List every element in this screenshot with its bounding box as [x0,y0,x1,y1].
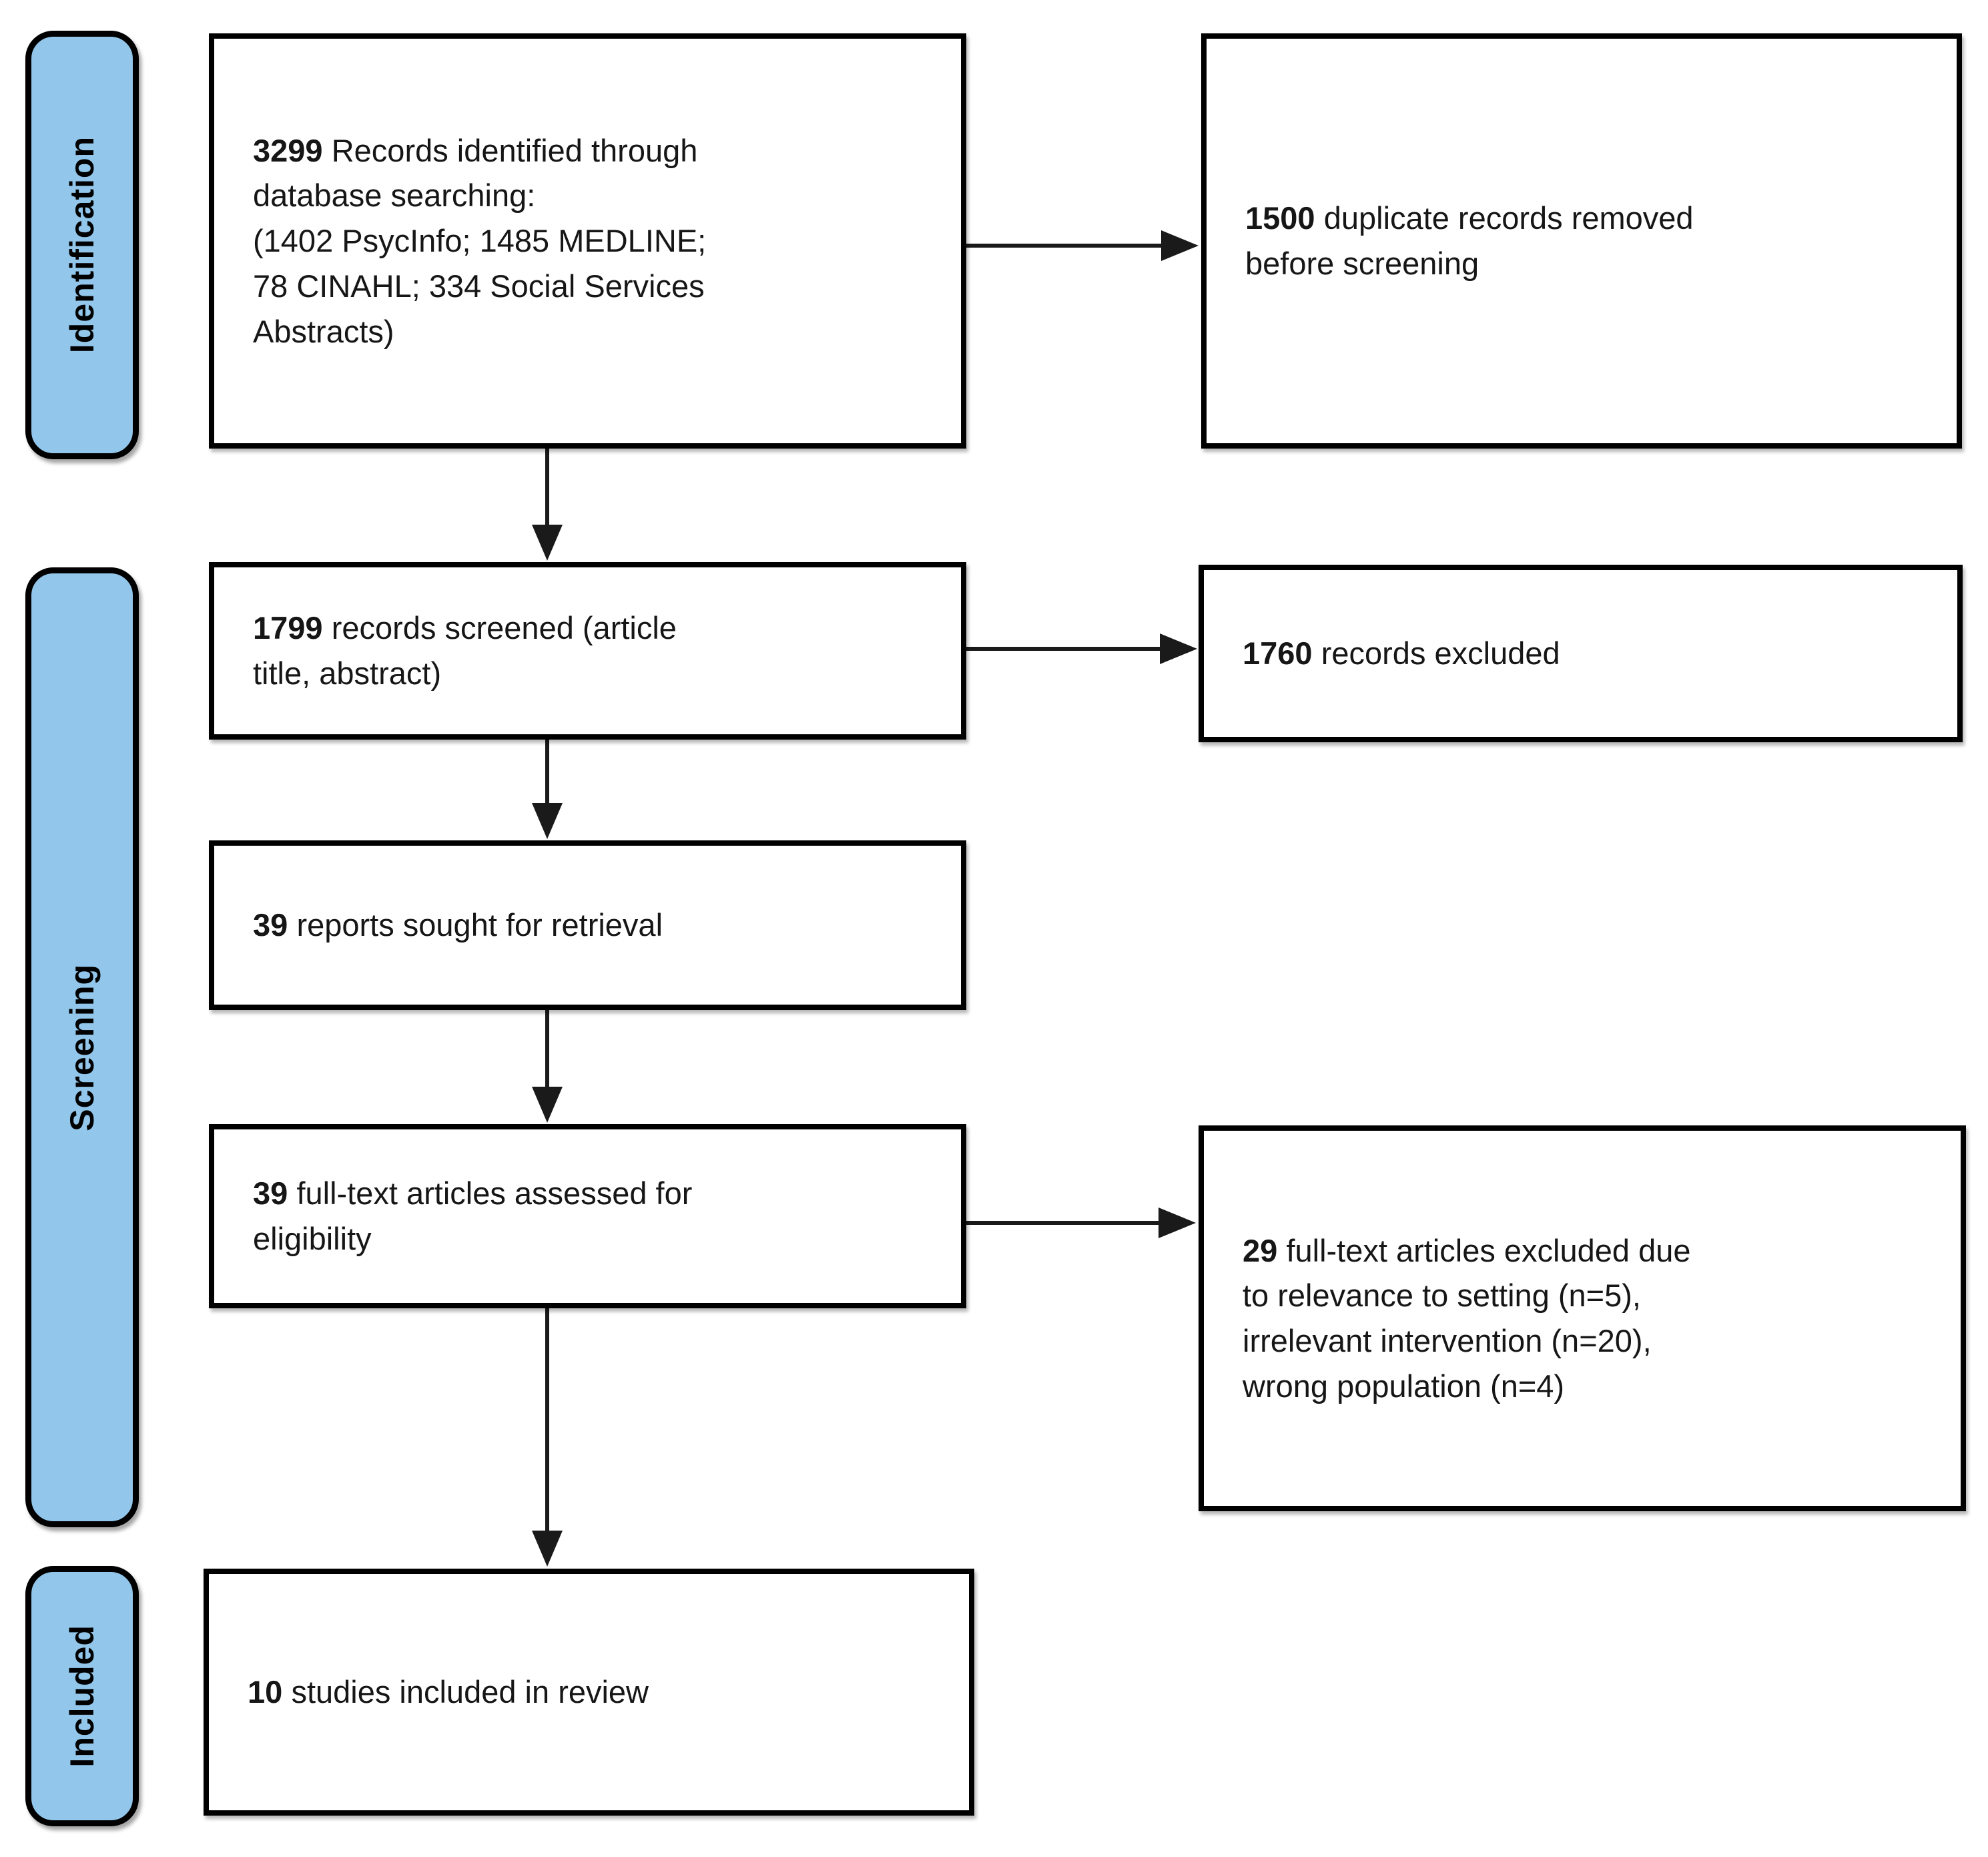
fulltext-excluded-count: 29 [1243,1232,1278,1268]
arrow-assessed-to-ftexcluded-icon [966,1208,1196,1238]
records-identified-line1: Records identified through database sear… [253,132,698,214]
studies-included-label: studies included in review [291,1674,649,1710]
records-screened-label: records screened (article title, abstrac… [253,610,677,691]
stage-screening-label: Screening [63,963,101,1131]
arrow-identified-to-screened-icon [532,449,563,561]
fulltext-assessed-label: full-text articles assessed for eligibil… [253,1175,693,1256]
records-screened-count: 1799 [253,610,323,646]
stage-identification-label: Identification [63,136,101,354]
studies-included-count: 10 [248,1674,283,1710]
records-excluded-label: records excluded [1321,635,1560,672]
records-excluded-count: 1760 [1243,635,1313,672]
duplicates-removed-count: 1500 [1245,200,1315,236]
records-identified-line2: (1402 PsycInfo; 1485 MEDLINE; 78 CINAHL;… [253,223,707,349]
arrow-sought-to-assessed-icon [532,1010,563,1123]
reports-sought-label: reports sought for retrieval [296,907,663,943]
duplicates-removed-label: duplicate records removed before screeni… [1245,200,1694,281]
stage-included: Included [25,1566,139,1826]
arrow-identified-to-duplicates-icon [966,230,1199,261]
arrow-screened-to-excluded-icon [966,633,1197,664]
records-identified-count: 3299 [253,132,323,168]
stage-identification: Identification [25,31,139,459]
arrow-screened-to-sought-icon [532,740,563,839]
stage-included-label: Included [63,1625,101,1768]
arrow-assessed-to-included-icon [532,1308,563,1567]
fulltext-assessed-count: 39 [253,1175,288,1212]
stage-screening: Screening [25,567,139,1527]
fulltext-excluded-label: full-text articles excluded due to relev… [1243,1232,1691,1404]
reports-sought-count: 39 [253,907,288,943]
